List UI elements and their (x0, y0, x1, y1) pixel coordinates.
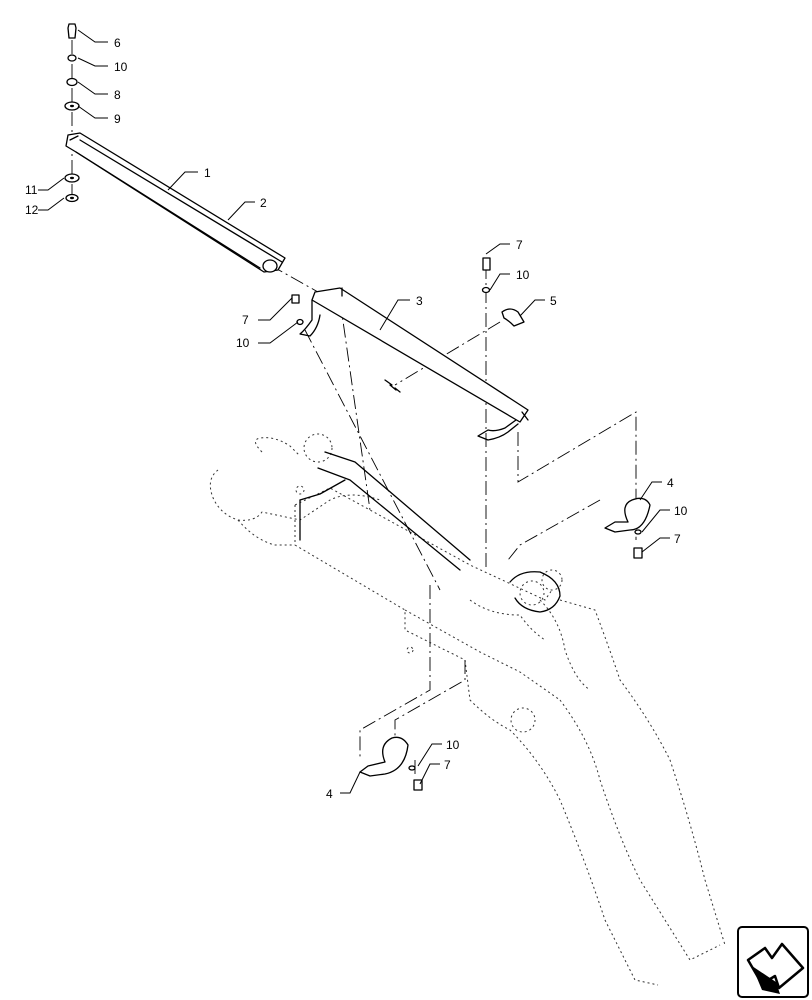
callout-10-bottom: 10 (446, 738, 460, 752)
callout-3: 3 (416, 294, 423, 308)
callout-10-top: 10 (516, 268, 530, 282)
bracket-hardware (291, 257, 525, 393)
callout-10-right: 10 (674, 504, 688, 518)
callout-5: 5 (550, 294, 557, 308)
callout-9: 9 (114, 112, 121, 126)
assembly-centerlines (71, 40, 637, 775)
hardware-stack-top (64, 23, 80, 203)
callout-7-right: 7 (674, 532, 681, 546)
hydraulic-cylinder (299, 451, 561, 613)
callout-8: 8 (114, 88, 121, 102)
callout-10: 10 (114, 60, 128, 74)
clamp-right (604, 497, 651, 559)
boom-arm-outline (209, 433, 726, 986)
callout-7-top: 7 (516, 238, 523, 252)
callout-1: 1 (204, 166, 211, 180)
callout-labels: 6 10 8 9 1 11 12 2 7 10 5 3 7 10 4 10 7 … (25, 36, 688, 801)
channel-cover (65, 132, 286, 273)
callout-4-right: 4 (667, 476, 674, 490)
callout-12: 12 (25, 203, 39, 217)
mounting-bracket (299, 287, 529, 441)
callout-7-left: 7 (242, 313, 249, 327)
leader-lines (38, 29, 670, 794)
callout-6: 6 (114, 36, 121, 50)
callout-2: 2 (260, 196, 267, 210)
callout-11: 11 (25, 183, 38, 197)
callout-4-bottom: 4 (326, 787, 333, 801)
clamp-left (359, 736, 423, 791)
callout-7-bottom: 7 (444, 758, 451, 772)
arrow-next-icon[interactable] (737, 926, 809, 998)
callout-10-left: 10 (236, 336, 250, 350)
